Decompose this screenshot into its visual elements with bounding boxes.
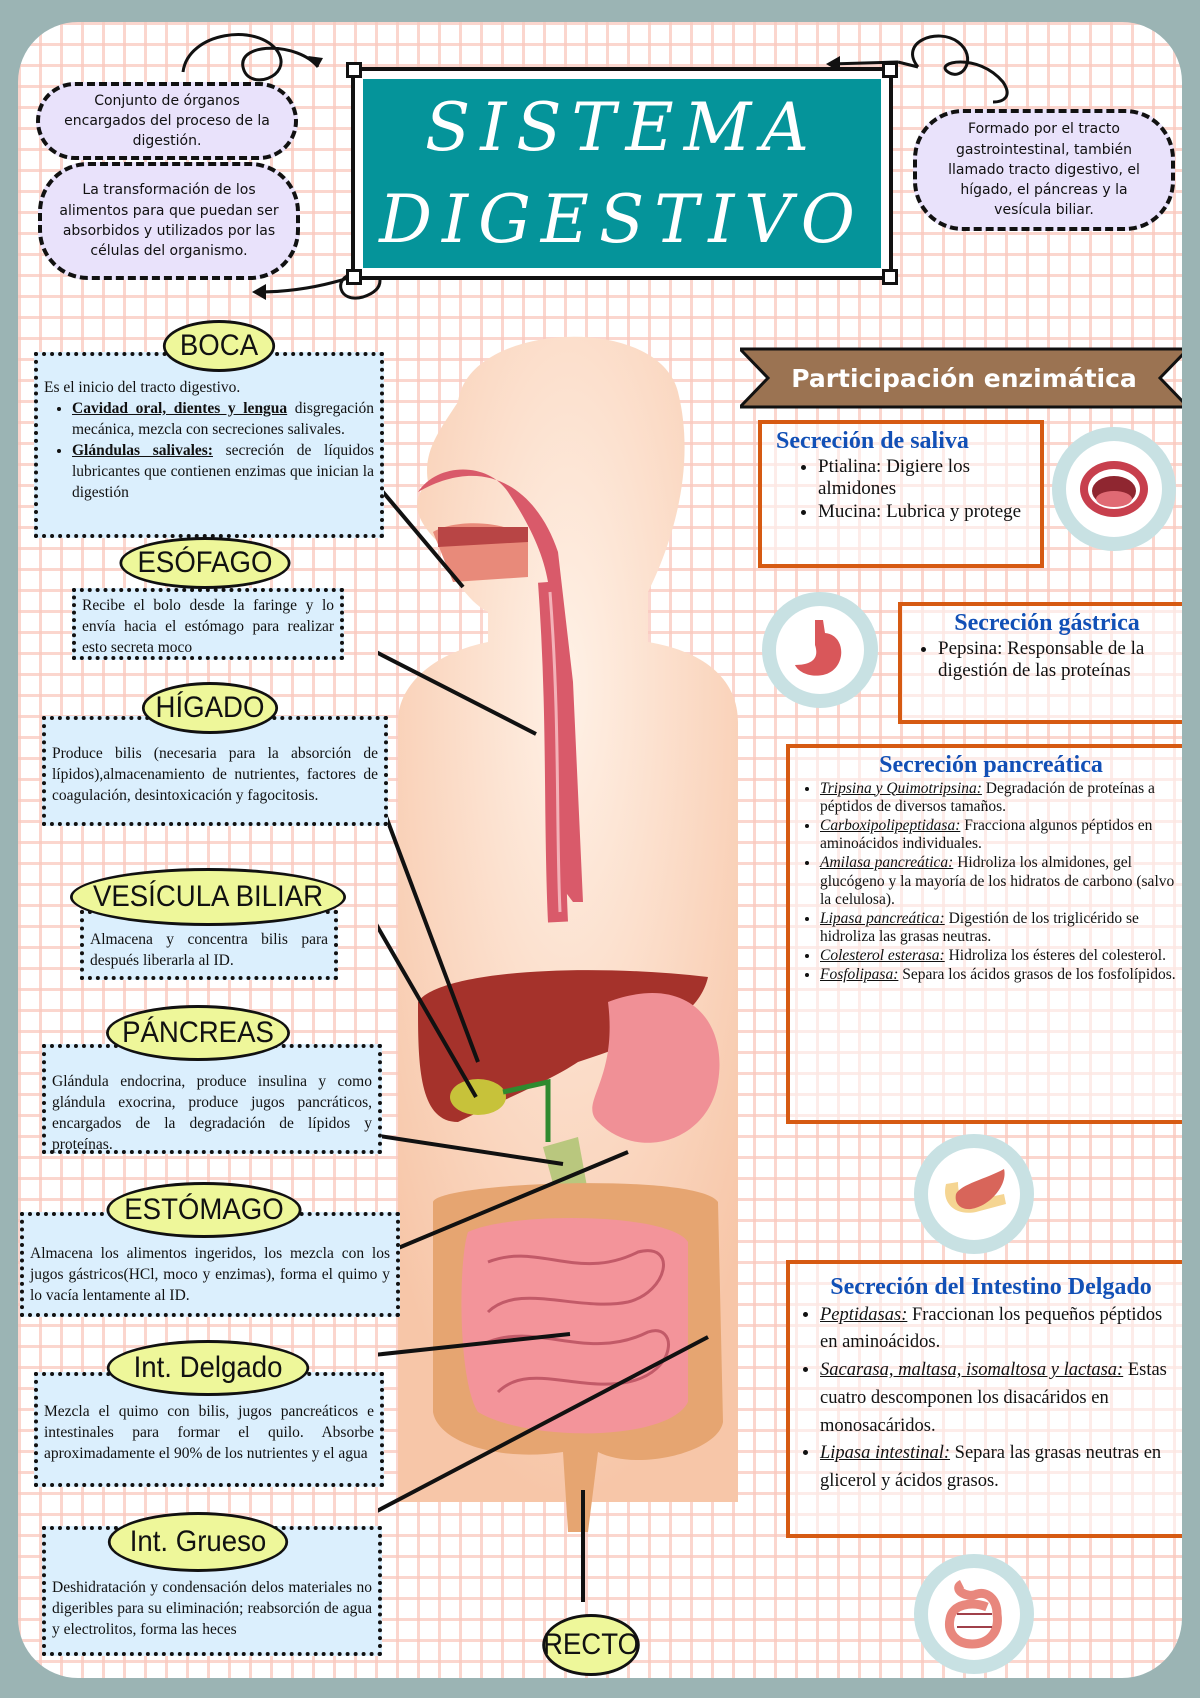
gastric-secretion-box: Secreción gástrica Pepsina: Responsable … [898, 602, 1182, 724]
pancreatic-item: Colesterol esterasa: Hidroliza los éster… [820, 947, 1182, 966]
higado-info-box: Produce bilis (necesaria para la absorci… [42, 716, 388, 826]
title-banner: SISTEMA DIGESTIVO [346, 62, 898, 285]
intestinal-item: Lipasa intestinal: Separa las grasas neu… [820, 1440, 1182, 1496]
digestive-anatomy-illustration [378, 336, 738, 1602]
definition-bubble: Conjunto de órganos encargados del proce… [36, 82, 298, 160]
title-line-1: SISTEMA [425, 88, 819, 166]
pancreatic-item: Lipasa pancreática: Digestión de los tri… [820, 910, 1182, 947]
esofago-label: ESÓFAGO [119, 537, 291, 589]
boca-item: Cavidad oral, dientes y lengua disgregac… [72, 399, 374, 441]
intestinal-item: Peptidasas: Fraccionan los pequeños pépt… [820, 1302, 1182, 1358]
boca-intro: Es el inicio del tracto digestivo. [44, 379, 241, 396]
intestine-icon [914, 1554, 1034, 1674]
pancreatic-item: Carboxipolipeptidasa: Fracciona algunos … [820, 817, 1182, 854]
composition-bubble: Formado por el tracto gastrointestinal, … [913, 109, 1175, 231]
esofago-info-box: Recibe el bolo desde la faringe y lo env… [72, 588, 344, 660]
pancreas-info-box: Glándula endocrina, produce insulina y c… [42, 1044, 382, 1154]
pancreas-icon [914, 1134, 1034, 1254]
intestinal-item: Sacarasa, maltasa, isomaltosa y lactasa:… [820, 1357, 1182, 1440]
infographic-sheet: SISTEMA DIGESTIVO Conjunto de órganos en… [18, 22, 1182, 1678]
intestinal-secretion-box: Secreción del Intestino Delgado Peptidas… [786, 1260, 1182, 1538]
title-line-2: DIGESTIVO [379, 180, 865, 258]
saliva-item: Ptialina: Digiere los almidones [818, 456, 1032, 502]
stomach-icon [762, 592, 878, 708]
pancreatic-item: Amilasa pancreática: Hidroliza los almid… [820, 854, 1182, 910]
int-grueso-label: Int. Grueso [107, 1512, 289, 1572]
vesicula-label: VESÍCULA BILIAR [70, 868, 346, 926]
saliva-title: Secreción de saliva [776, 428, 969, 454]
gastric-title: Secreción gástrica [954, 610, 1140, 636]
boca-label: BOCA [162, 320, 276, 372]
pancreatic-item: Tripsina y Quimotripsina: Degradación de… [820, 780, 1182, 817]
estomago-label: ESTÓMAGO [106, 1182, 302, 1238]
boca-item: Glándulas salivales: secreción de líquid… [72, 441, 374, 504]
boca-info-box: Es el inicio del tracto digestivo. Cavid… [34, 352, 384, 538]
enzyme-section-ribbon [740, 347, 1182, 409]
function-bubble: La transformación de los alimentos para … [38, 162, 300, 280]
higado-label: HÍGADO [141, 682, 279, 734]
pancreatic-secretion-box: Secreción pancreática Tripsina y Quimotr… [786, 744, 1182, 1124]
enzyme-ribbon-label: Participación enzimática [791, 363, 1137, 393]
gastric-item: Pepsina: Responsable de la digestión de … [938, 638, 1182, 684]
saliva-item: Mucina: Lubrica y protege [818, 501, 1032, 524]
intestinal-title: Secreción del Intestino Delgado [830, 1274, 1152, 1300]
pancreatic-item: Fosfolipasa: Separa los ácidos grasos de… [820, 966, 1182, 985]
int-delgado-label: Int. Delgado [106, 1340, 310, 1396]
pancreas-label: PÁNCREAS [106, 1005, 290, 1061]
pancreatic-title: Secreción pancreática [879, 752, 1103, 778]
recto-label: RECTO [542, 1614, 640, 1676]
saliva-secretion-box: Secreción de saliva Ptialina: Digiere lo… [758, 420, 1044, 568]
mouth-icon [1052, 427, 1176, 551]
